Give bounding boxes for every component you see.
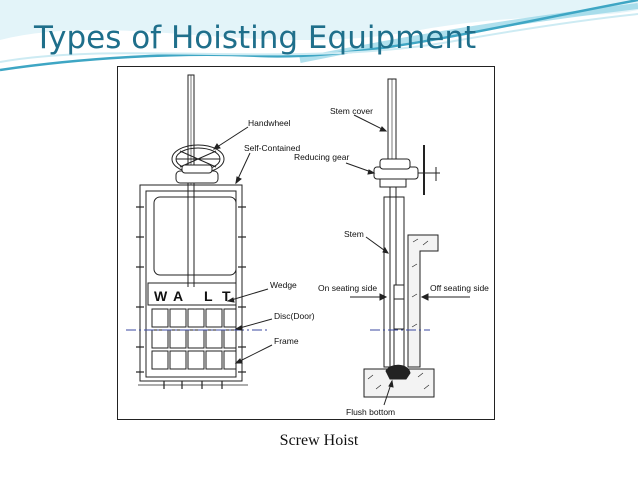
seating-arrows (350, 293, 470, 301)
label-disc: Disc(Door) (274, 311, 315, 321)
flush-bottom-base (363, 368, 435, 398)
label-stem: Stem (344, 229, 364, 239)
label-wedge: Wedge (270, 280, 297, 290)
screw-hoist-diagram: Handwheel Self-Contained Wedge Disc(Door… (117, 66, 495, 420)
label-reducing-gear: Reducing gear (294, 152, 349, 162)
side-disc (393, 284, 405, 370)
concrete-wall (407, 234, 439, 368)
label-self-contained: Self-Contained (244, 143, 301, 153)
diagram-drawing: Handwheel Self-Contained Wedge Disc(Door… (126, 74, 489, 417)
slide-title: Types of Hoisting Equipment (34, 20, 477, 56)
wave-light (0, 0, 638, 40)
front-view (126, 74, 273, 389)
gate-disc-grid (151, 308, 237, 370)
gate-frame (139, 184, 243, 382)
wave-dark (0, 0, 638, 72)
front-leaders (213, 126, 273, 364)
gate-letters: W A L T (154, 288, 231, 304)
gate-letter: W (154, 288, 168, 304)
figure-caption: Screw Hoist (279, 432, 359, 449)
label-stem-cover: Stem cover (330, 106, 373, 116)
anchor-bolts (136, 206, 246, 389)
gate-letter: L (204, 288, 213, 304)
gate-window (153, 196, 237, 276)
label-on-seating-side: On seating side (318, 283, 377, 293)
side-leaders (345, 114, 394, 406)
label-flush-bottom: Flush bottom (346, 407, 395, 417)
wave-faint (0, 13, 638, 63)
header-wave-decoration (0, 0, 638, 72)
side-view (345, 78, 470, 406)
gate-letter: T (222, 288, 231, 304)
label-frame: Frame (274, 336, 299, 346)
gate-letter: A (173, 288, 183, 304)
label-handwheel: Handwheel (248, 118, 291, 128)
label-off-seating-side: Off seating side (430, 283, 489, 293)
diagram-labels: Handwheel Self-Contained Wedge Disc(Door… (244, 106, 489, 417)
